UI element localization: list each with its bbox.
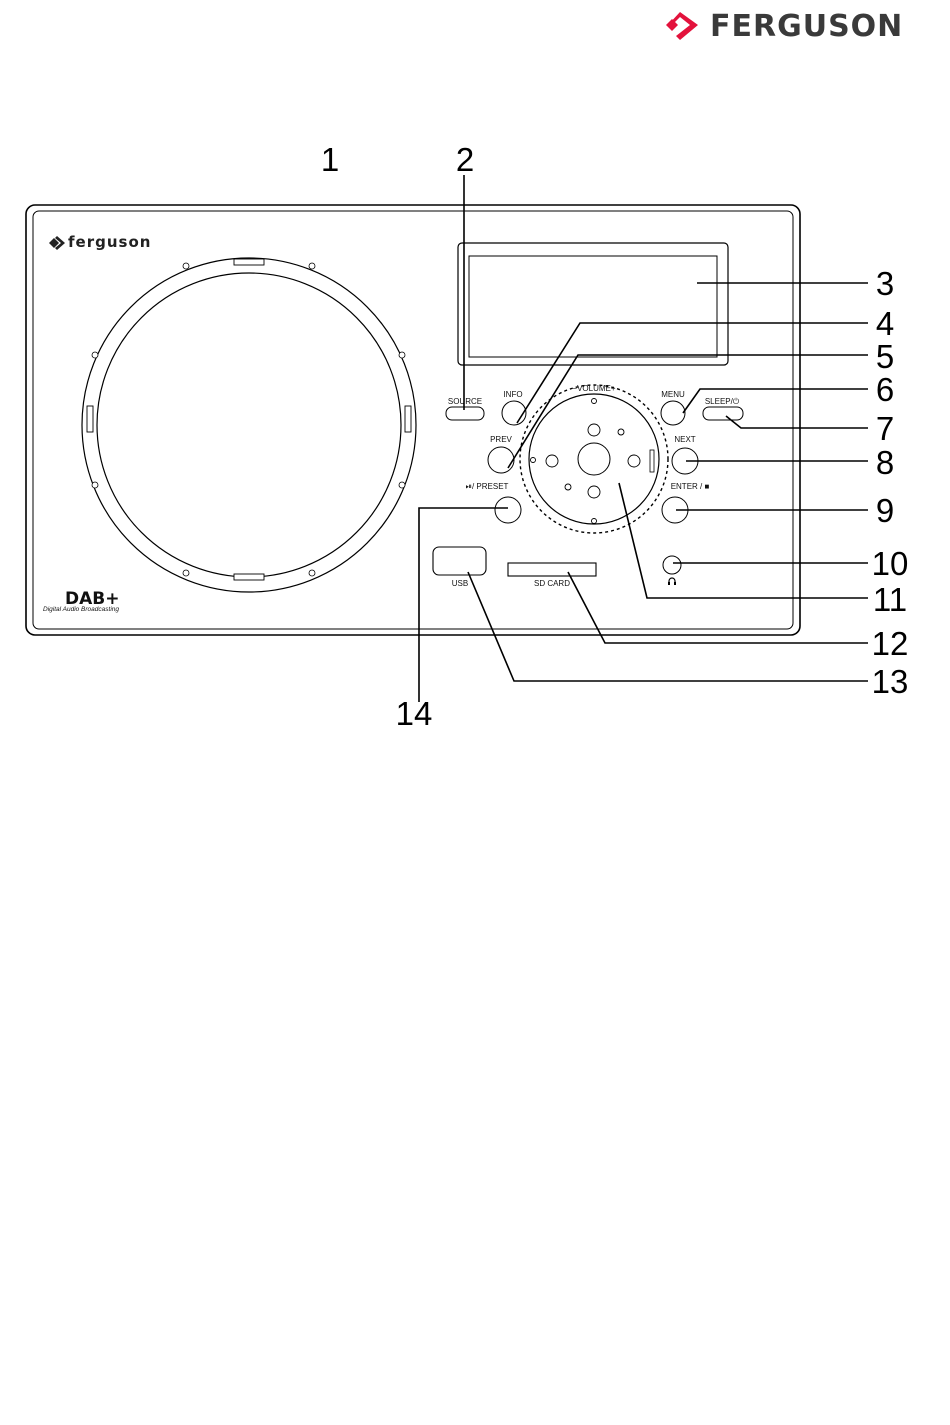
callout-1: 1: [321, 141, 339, 178]
device-logo: ferguson: [49, 233, 151, 251]
enter-label: ENTER / ■: [671, 482, 710, 491]
preset-label: ⏯/ PRESET: [466, 482, 509, 491]
callout-6: 6: [876, 371, 894, 408]
brand-logo: FERGUSON: [666, 9, 903, 44]
source-label: SOURCE: [448, 397, 482, 406]
callout-8: 8: [876, 444, 894, 481]
next-label: NEXT: [674, 435, 695, 444]
menu-button[interactable]: [661, 401, 685, 425]
brand-logo-dot-icon: [666, 19, 678, 31]
source-button[interactable]: [446, 407, 484, 420]
volume-label: −VOLUME+: [572, 384, 615, 393]
callout-11: 11: [873, 581, 907, 618]
callout-4: 4: [876, 305, 894, 342]
menu-label: MENU: [661, 390, 685, 399]
dab-tagline: Digital Audio Broadcasting: [43, 606, 119, 613]
sleep-label: SLEEP/⏻: [705, 397, 740, 406]
speaker-slots: [87, 259, 411, 580]
callout-12: 12: [872, 625, 909, 662]
headphone-icon: [668, 578, 676, 585]
sd-card-label: SD CARD: [534, 579, 570, 588]
volume-knob[interactable]: [520, 385, 668, 533]
prev-button[interactable]: [488, 447, 514, 473]
preset-button[interactable]: [495, 497, 521, 523]
callout-3: 3: [876, 265, 894, 302]
lcd-display: [458, 243, 728, 365]
dab-logo: DAB+ Digital Audio Broadcasting: [43, 589, 119, 613]
sleep-button[interactable]: [703, 407, 743, 420]
callout-5: 5: [876, 338, 894, 375]
info-label: INFO: [503, 390, 522, 399]
callout-7: 7: [876, 410, 894, 447]
radio-body-outer: [26, 205, 800, 635]
callout-9: 9: [876, 492, 894, 529]
callout-14: 14: [396, 695, 433, 732]
device-logo-text: ferguson: [68, 233, 151, 251]
prev-label: PREV: [490, 435, 512, 444]
usb-label: USB: [452, 579, 468, 588]
volume-knob-grip: [650, 450, 654, 472]
sd-card-slot[interactable]: [508, 563, 596, 576]
brand-logo-text: FERGUSON: [710, 9, 903, 44]
headphone-jack[interactable]: [663, 556, 681, 574]
speaker-grille: [82, 258, 416, 592]
usb-port[interactable]: [433, 547, 486, 575]
callout-10: 10: [872, 545, 909, 582]
callout-2: 2: [456, 141, 474, 178]
callout-13: 13: [872, 663, 909, 700]
